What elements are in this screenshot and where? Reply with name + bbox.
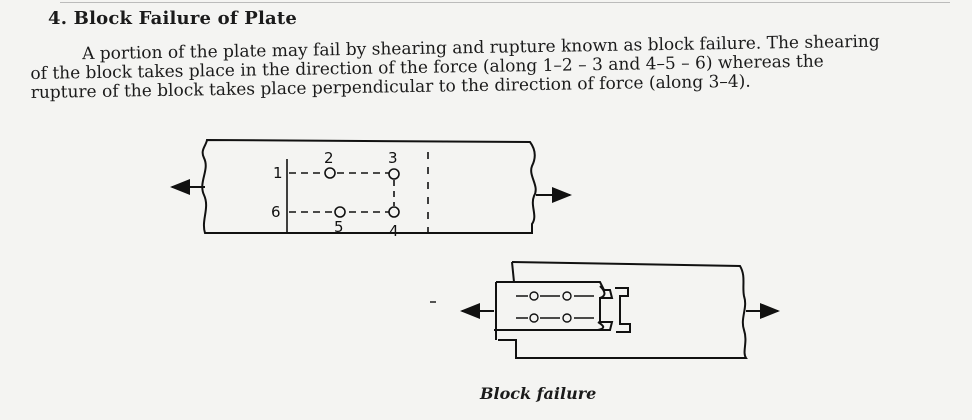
figure-caption: Block failure (480, 384, 597, 403)
bolt-hole-3 (388, 168, 400, 180)
bolt-hole-2 (324, 167, 336, 179)
point-label-6: 6 (271, 203, 281, 221)
section-heading: 4. Block Failure of Plate (48, 8, 298, 29)
top-rule (60, 2, 950, 3)
lower-plate (430, 261, 748, 359)
point-label-5: 5 (334, 218, 344, 236)
point-label-1: 1 (273, 164, 283, 182)
bolt-hole-5 (334, 206, 346, 218)
upper-plate (201, 138, 537, 234)
point-label-2: 2 (324, 149, 334, 167)
bolt-holes (324, 167, 400, 218)
point-label-3: 3 (388, 149, 398, 167)
failure-path (286, 152, 429, 233)
point-label-4: 4 (389, 222, 399, 240)
bolt-hole-4 (388, 206, 400, 218)
